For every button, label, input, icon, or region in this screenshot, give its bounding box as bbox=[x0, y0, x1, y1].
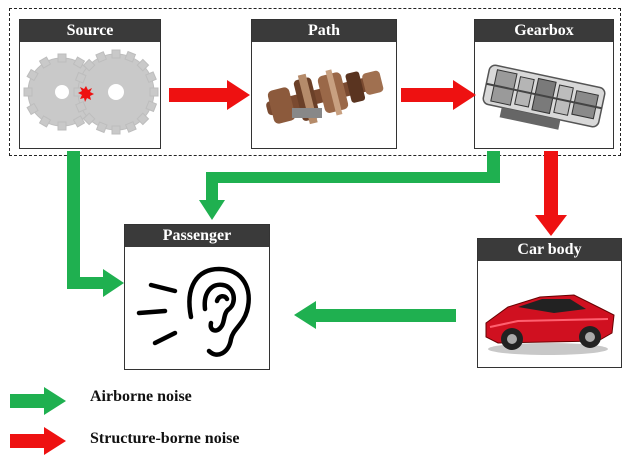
gears-icon bbox=[20, 42, 160, 148]
airborne-arrow-source-passenger bbox=[67, 151, 124, 297]
car-body-title: Car body bbox=[478, 239, 621, 261]
gearbox-icon bbox=[475, 42, 613, 148]
structure-arrow-gearbox-carbody bbox=[535, 151, 567, 236]
car-body-box: Car body bbox=[477, 238, 622, 368]
legend-airborne-label: Airborne noise bbox=[90, 388, 192, 405]
source-title: Source bbox=[20, 20, 160, 42]
ear-icon bbox=[125, 247, 269, 369]
legend-structure-label: Structure-borne noise bbox=[90, 430, 240, 447]
drivetrain-icon bbox=[252, 42, 396, 148]
legend-airborne-arrow bbox=[10, 387, 66, 415]
path-title: Path bbox=[252, 20, 396, 42]
car-icon bbox=[478, 261, 621, 367]
system-boundary bbox=[9, 8, 621, 156]
path-box: Path bbox=[251, 19, 397, 149]
source-box: Source bbox=[19, 19, 161, 149]
airborne-arrow-carbody-passenger bbox=[294, 301, 456, 329]
passenger-title: Passenger bbox=[125, 225, 269, 247]
structure-arrow-path-gearbox bbox=[401, 80, 476, 110]
gearbox-box: Gearbox bbox=[474, 19, 614, 149]
legend-structure-arrow bbox=[10, 427, 66, 455]
passenger-box: Passenger bbox=[124, 224, 270, 370]
gearbox-title: Gearbox bbox=[475, 20, 613, 42]
structure-arrow-source-path bbox=[169, 80, 250, 110]
airborne-arrow-gearbox-passenger bbox=[199, 151, 500, 220]
